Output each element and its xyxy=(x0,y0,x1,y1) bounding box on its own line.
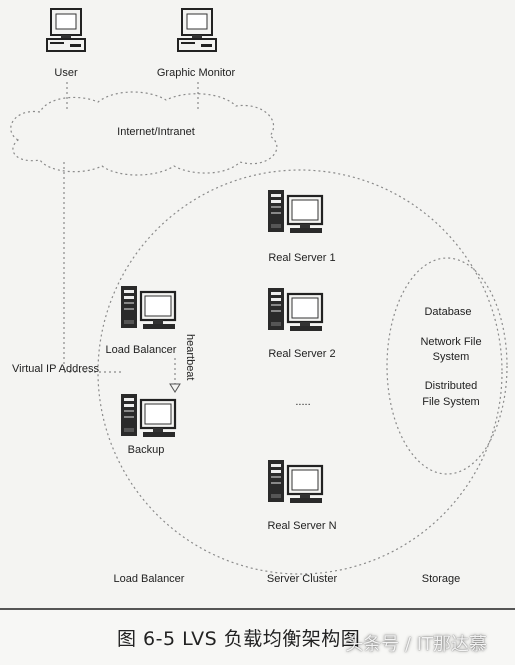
backup-label: Backup xyxy=(127,444,165,456)
diagram-canvas xyxy=(10,8,508,575)
load-balancer-label: Load Balancer xyxy=(105,344,177,356)
user-label: User xyxy=(54,67,78,79)
real-server-2-icon xyxy=(266,286,324,333)
real-server-2-label: Real Server 2 xyxy=(268,348,336,360)
storage-dfs-line2: File System xyxy=(422,396,480,408)
section-load-balancer-label: Load Balancer xyxy=(113,573,185,585)
graphic-monitor-label: Graphic Monitor xyxy=(156,67,236,79)
load-balancer-server-icon xyxy=(119,284,177,331)
section-storage-label: Storage xyxy=(421,573,461,585)
heartbeat-label: heartbeat xyxy=(184,334,196,381)
real-server-1-label: Real Server 1 xyxy=(268,252,336,264)
user-computer-icon xyxy=(46,8,86,52)
storage-dfs-line1: Distributed xyxy=(424,380,478,392)
real-server-1-icon xyxy=(266,188,324,235)
storage-nfs-line2: System xyxy=(432,351,470,363)
storage-database-label: Database xyxy=(424,306,472,318)
storage-nfs-line1: Network File xyxy=(420,336,482,348)
figure-caption-bar: 图 6-5 LVS 负载均衡架构图 头条号 / IT那达慕 xyxy=(0,608,515,665)
virtual-ip-label: Virtual IP Address xyxy=(12,363,100,375)
ellipsis-label: ..... xyxy=(295,396,311,408)
watermark: 头条号 / IT那达慕 xyxy=(345,634,487,655)
backup-server-icon xyxy=(119,392,177,439)
section-server-cluster-label: Server Cluster xyxy=(266,573,338,585)
graphic-monitor-computer-icon xyxy=(177,8,217,52)
real-server-n-icon xyxy=(266,458,324,505)
internet-cloud xyxy=(10,91,278,176)
real-server-n-label: Real Server N xyxy=(267,520,337,532)
figure-caption: 图 6-5 LVS 负载均衡架构图 xyxy=(117,628,361,650)
internet-label: Internet/Intranet xyxy=(117,126,195,138)
